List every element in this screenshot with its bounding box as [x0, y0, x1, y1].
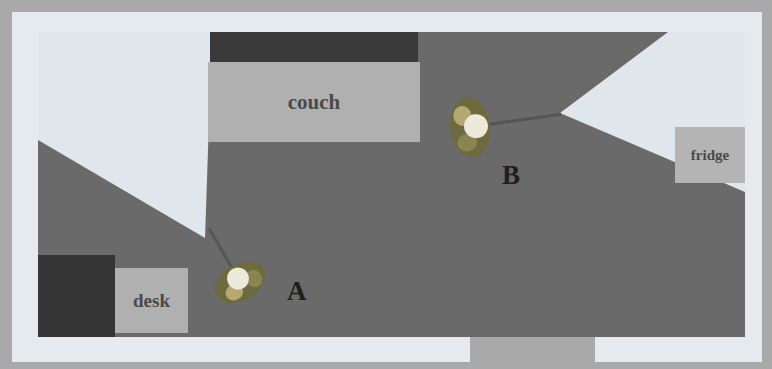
doorway	[470, 337, 595, 362]
person-body	[446, 95, 494, 160]
vision-cone	[38, 32, 212, 238]
furniture-label: couch	[288, 90, 341, 115]
door-jamb	[595, 337, 603, 362]
door-jamb	[462, 337, 470, 362]
person-letter: B	[502, 162, 520, 189]
couch-shadow	[210, 32, 418, 62]
person-figure	[446, 84, 565, 159]
person-letter: A	[287, 278, 307, 305]
fridge-box: fridge	[675, 127, 745, 183]
person-body	[208, 253, 273, 311]
person-head	[462, 113, 489, 140]
room-wall	[12, 12, 762, 362]
furniture-label: fridge	[691, 147, 729, 164]
desk-box: desk	[115, 268, 188, 333]
vision-cone	[560, 32, 745, 192]
couch-box: couch	[208, 62, 420, 142]
desk-shadow	[38, 255, 115, 337]
person-figure	[186, 215, 273, 311]
room-floor	[38, 32, 745, 337]
furniture-label: desk	[133, 290, 170, 312]
person-head	[223, 264, 253, 294]
